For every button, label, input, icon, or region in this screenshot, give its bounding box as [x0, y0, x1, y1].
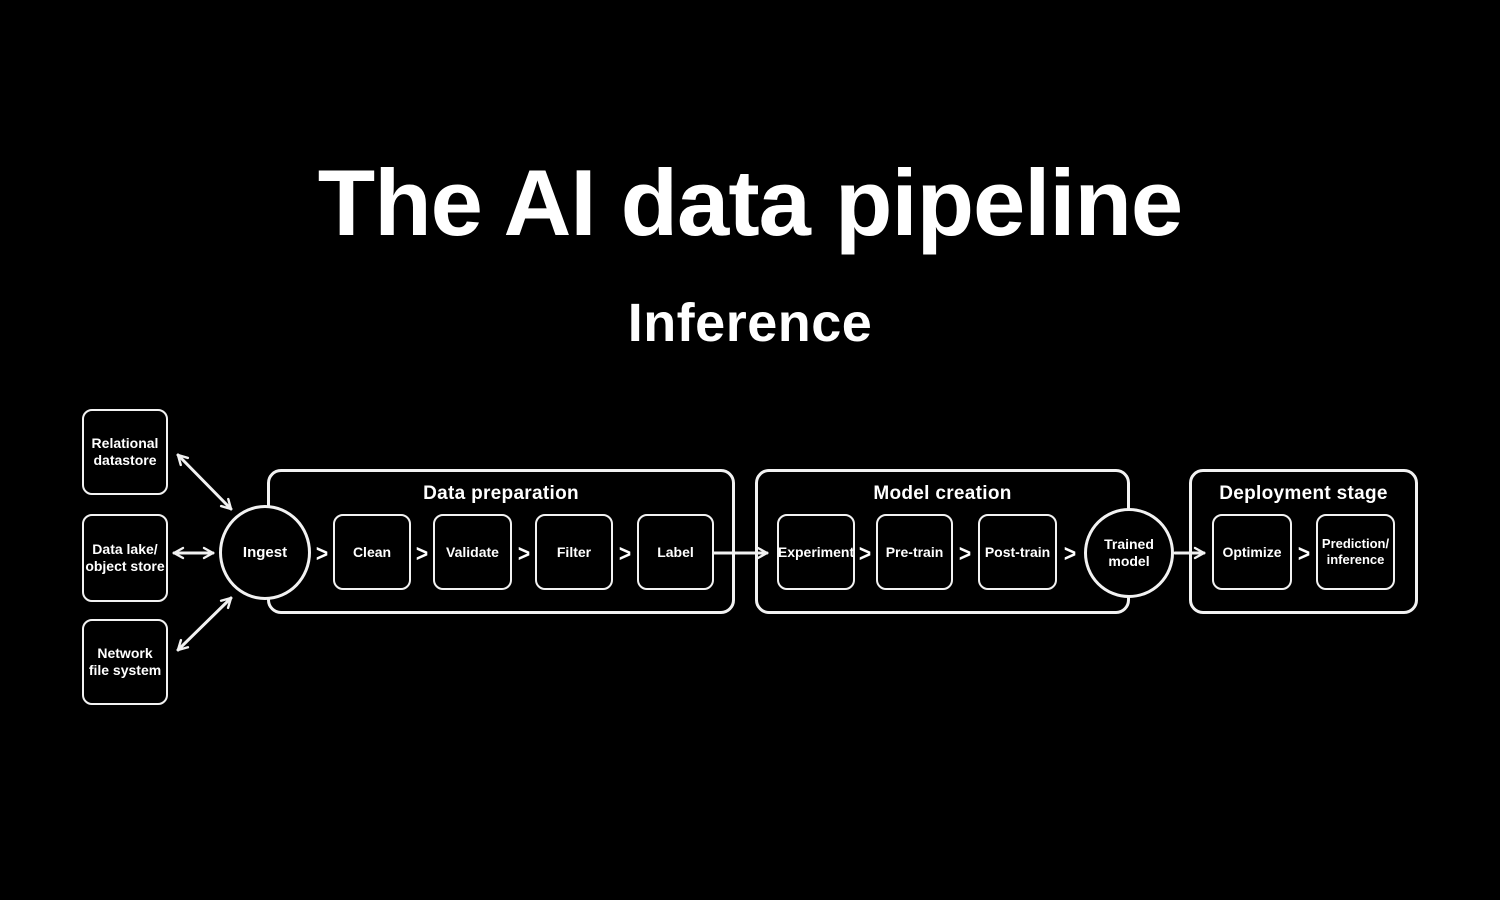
arrow-relational-to-ingest	[176, 453, 233, 511]
group-data-preparation-title: Data preparation	[423, 483, 579, 504]
chevron-right-icon: >	[958, 540, 972, 568]
source-relational-datastore: Relational datastore	[82, 409, 168, 495]
node-experiment: Experiment	[777, 514, 855, 590]
group-model-creation-title: Model creation	[873, 483, 1012, 504]
page-title: The AI data pipeline	[317, 150, 1183, 255]
node-post-train: Post-train	[978, 514, 1057, 590]
chevron-right-icon: >	[858, 540, 872, 568]
chevron-right-icon: >	[315, 540, 329, 568]
arrow-network-to-ingest	[176, 596, 233, 652]
group-deployment-stage-title: Deployment stage	[1219, 483, 1388, 504]
chevron-right-icon: >	[1063, 540, 1077, 568]
node-trained-model: Trained model	[1084, 508, 1174, 598]
group-deployment-stage: Deployment stage	[1189, 469, 1418, 614]
node-ingest: Ingest	[219, 505, 311, 600]
node-clean: Clean	[333, 514, 411, 590]
chevron-right-icon: >	[618, 540, 632, 568]
node-pre-train: Pre-train	[876, 514, 953, 590]
node-prediction-inference: Prediction/ inference	[1316, 514, 1395, 590]
source-data-lake-object-store: Data lake/ object store	[82, 514, 168, 602]
node-filter: Filter	[535, 514, 613, 590]
source-network-file-system: Network file system	[82, 619, 168, 705]
node-validate: Validate	[433, 514, 512, 590]
node-optimize: Optimize	[1212, 514, 1292, 590]
chevron-right-icon: >	[1297, 540, 1311, 568]
page-subtitle: Inference	[627, 293, 873, 353]
chevron-right-icon: >	[415, 540, 429, 568]
node-label: Label	[637, 514, 714, 590]
chevron-right-icon: >	[517, 540, 531, 568]
